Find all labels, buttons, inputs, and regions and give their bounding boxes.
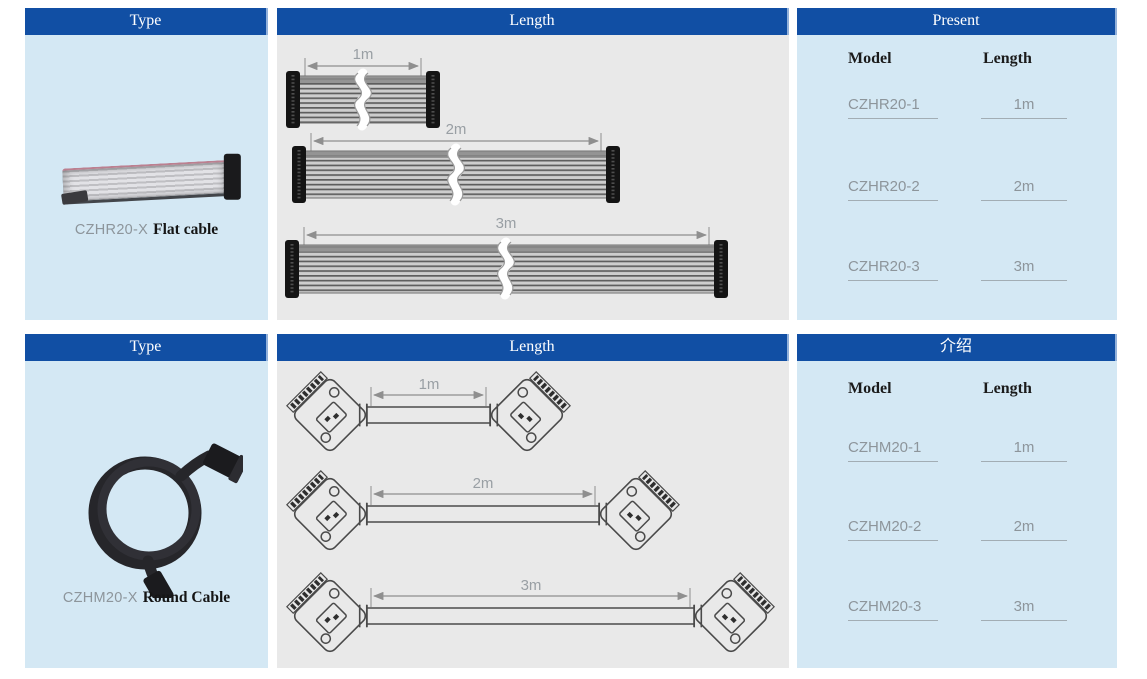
length-cell: 3m [981,258,1067,281]
round-dim-label-1m: 1m [419,376,440,393]
round-length-header: Length [277,334,789,361]
flat-product-name: Flat cable [153,221,219,238]
length-cell: 3m [981,598,1067,621]
flat-diagram-1m: 1m [286,46,440,128]
round-product-name: Round Cable [142,589,231,606]
length-cell: 1m [981,439,1067,462]
flat-type-header: Type [25,8,268,35]
table-row: CZHM20-2 2m [797,518,1117,544]
table-row: CZHR20-2 2m [797,178,1117,204]
length-cell: 2m [981,518,1067,541]
model-cell: CZHR20-1 [848,96,938,119]
flat-length-body: 1m 2m [277,35,789,320]
table-row: CZHM20-3 3m [797,598,1117,624]
round-cable-connector-bottom [143,570,174,598]
round-cable-photo [88,443,243,598]
ribbon-cable-connector [223,153,241,200]
flat-diagram-3m: 3m [285,215,728,298]
flat-model-prefix: CZHR20-X [74,222,149,238]
model-cell: CZHM20-3 [848,598,938,621]
round-diagram-1m: 1m [285,365,573,458]
round-length-panel: Length [277,334,789,668]
flat-length-panel: Length 1m [277,8,789,320]
flat-dim-label-3m: 3m [496,215,517,232]
round-cable-length-diagrams: 1m 2m [277,361,789,668]
round-info-body: Model Length CZHM20-1 1m CZHM20-2 2m CZH… [797,361,1117,668]
round-col-model: Model [848,380,892,397]
flat-col-length: Length [983,50,1032,67]
round-info-header: 介绍 [797,334,1117,361]
table-row: CZHM20-1 1m [797,439,1117,465]
flat-dim-label-2m: 2m [446,121,467,138]
round-diagram-3m: 3m [285,566,777,659]
round-dim-label-3m: 3m [521,577,542,594]
table-row: CZHR20-1 1m [797,96,1117,122]
flat-col-model: Model [848,50,892,67]
round-model-prefix: CZHM20-X [62,590,138,606]
round-diagram-2m: 2m [285,464,682,557]
flat-cable-photo [60,150,243,213]
model-cell: CZHM20-2 [848,518,938,541]
round-dim-label-2m: 2m [473,475,494,492]
round-cable-connector-top [203,443,243,484]
flat-info-panel: Present Model Length CZHR20-1 1m CZHR20-… [797,8,1117,320]
length-cell: 2m [981,178,1067,201]
round-info-panel: 介绍 Model Length CZHM20-1 1m CZHM20-2 2m … [797,334,1117,668]
flat-diagram-2m: 2m [292,121,620,203]
length-cell: 1m [981,96,1067,119]
round-type-header: Type [25,334,268,361]
round-length-body: 1m 2m [277,361,789,668]
flat-dim-label-1m: 1m [353,46,374,63]
table-row: CZHR20-3 3m [797,258,1117,284]
flat-info-body: Model Length CZHR20-1 1m CZHR20-2 2m CZH… [797,35,1117,320]
model-cell: CZHM20-1 [848,439,938,462]
flat-length-header: Length [277,8,789,35]
flat-info-header: Present [797,8,1117,35]
flat-cable-length-diagrams: 1m 2m [285,46,728,320]
model-cell: CZHR20-3 [848,258,938,281]
model-cell: CZHR20-2 [848,178,938,201]
round-col-length: Length [983,380,1032,397]
